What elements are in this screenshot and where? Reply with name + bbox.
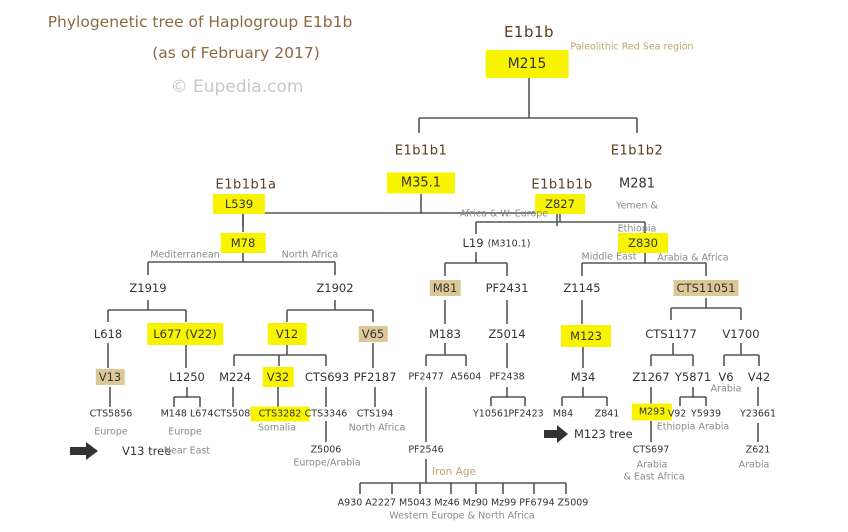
clade-label: E1b1b1a bbox=[215, 177, 277, 193]
region-label: Africa & W. Europe bbox=[459, 208, 549, 220]
node-V92: V92 bbox=[667, 408, 687, 420]
region-label: Arabia bbox=[710, 383, 742, 395]
node-Z841: Z841 bbox=[594, 408, 620, 420]
node-V13: V13 bbox=[95, 369, 125, 385]
node-CTS693: CTS693 bbox=[304, 370, 350, 384]
node-CTS5856: CTS5856 bbox=[89, 408, 133, 420]
node-Y10561: Y10561 bbox=[472, 408, 510, 420]
node-PF2423: PF2423 bbox=[508, 408, 544, 420]
node-Z5006: Z5006 bbox=[310, 444, 342, 456]
node-PF2546: PF2546 bbox=[408, 444, 444, 456]
clade-label: E1b1b1 bbox=[394, 143, 448, 159]
region-label: Yemen & bbox=[616, 200, 658, 212]
node-M34: M34 bbox=[570, 370, 596, 384]
clade-root: E1b1b bbox=[503, 23, 555, 41]
region-label: North Africa bbox=[281, 249, 339, 261]
era-label: Iron Age bbox=[432, 466, 476, 478]
node-M148-L674: M148 L674 bbox=[160, 408, 214, 420]
node-Y5939: Y5939 bbox=[691, 408, 721, 420]
node-Z1919: Z1919 bbox=[129, 281, 167, 295]
region-label: Ethiopia bbox=[617, 223, 657, 235]
node-Z1902: Z1902 bbox=[316, 281, 354, 295]
region-label: Middle East bbox=[581, 251, 637, 263]
clade-label: E1b1b2 bbox=[610, 143, 664, 159]
node-Z621: Z621 bbox=[745, 444, 771, 456]
node-PF2187: PF2187 bbox=[353, 370, 397, 384]
node-CTS3282: CTS3282 bbox=[250, 406, 310, 422]
region-label: Europe/Arabia bbox=[293, 457, 361, 469]
node-CTS508: CTS508 bbox=[213, 408, 251, 420]
node-Y23661: Y23661 bbox=[739, 408, 777, 420]
node-L539: L539 bbox=[212, 194, 266, 214]
node-M81: M81 bbox=[429, 280, 461, 296]
node-CTS697: CTS697 bbox=[632, 444, 670, 456]
node-Z5014: Z5014 bbox=[488, 327, 526, 341]
region-label: Europe bbox=[168, 426, 202, 438]
arrow-right-icon bbox=[544, 425, 568, 443]
region-label: Somalia bbox=[257, 422, 297, 434]
node-V65: V65 bbox=[358, 326, 388, 342]
node-M78: M78 bbox=[220, 233, 266, 253]
page-subtitle: (as of February 2017) bbox=[152, 44, 320, 62]
m123-tree-link[interactable]: M123 tree bbox=[574, 427, 633, 441]
node-leaves: A930 A2227 M5043 Mz46 Mz90 Mz99 PF6794 Z… bbox=[337, 497, 589, 509]
node-PF2438: PF2438 bbox=[489, 371, 525, 383]
node-L618: L618 bbox=[93, 327, 123, 341]
node-CTS11051: CTS11051 bbox=[673, 280, 739, 296]
node-M310.1: (M310.1) bbox=[487, 238, 531, 250]
node-A5604: A5604 bbox=[450, 371, 482, 383]
node-M35.1: M35.1 bbox=[386, 172, 456, 194]
node-M183: M183 bbox=[429, 327, 461, 341]
region-label: Western Europe & North Africa bbox=[389, 510, 535, 522]
region-label: Mediterranean bbox=[150, 249, 220, 261]
node-L677: L677 (V22) bbox=[147, 323, 223, 345]
region-label: Near East bbox=[163, 445, 211, 457]
node-M293: M293 bbox=[631, 403, 673, 421]
region-label: Europe bbox=[94, 426, 128, 438]
v13-tree-link[interactable]: V13 tree bbox=[122, 444, 172, 458]
node-V6: V6 bbox=[718, 370, 734, 384]
node-L19: L19 bbox=[462, 236, 484, 250]
page-title: Phylogenetic tree of Haplogroup E1b1b bbox=[47, 13, 353, 31]
region-label: Arabia bbox=[636, 459, 668, 471]
node-M224: M224 bbox=[219, 370, 251, 384]
region-label: Paleolithic Red Sea region bbox=[570, 41, 694, 53]
copyright: © Eupedia.com bbox=[170, 77, 304, 97]
node-L1250: L1250 bbox=[169, 370, 205, 384]
node-V12: V12 bbox=[267, 323, 307, 345]
region-label: Arabia & Africa bbox=[657, 252, 729, 264]
node-Z830: Z830 bbox=[618, 233, 668, 253]
node-PF2431: PF2431 bbox=[485, 281, 529, 295]
region-label: North Africa bbox=[348, 422, 406, 434]
node-PF2477: PF2477 bbox=[408, 371, 444, 383]
node-V1700: V1700 bbox=[722, 327, 760, 341]
arrow-right-icon bbox=[70, 442, 98, 460]
node-M281: M281 bbox=[618, 176, 656, 192]
region-label: & East Africa bbox=[623, 471, 685, 483]
node-CTS194: CTS194 bbox=[356, 408, 394, 420]
node-CTS3346: CTS3346 bbox=[304, 408, 348, 420]
node-V42: V42 bbox=[747, 370, 771, 384]
node-Z827: Z827 bbox=[535, 194, 585, 214]
node-M84: M84 bbox=[552, 408, 574, 420]
node-Y5871: Y5871 bbox=[674, 370, 712, 384]
node-M123: M123 bbox=[561, 325, 611, 347]
region-label: Ethiopia Arabia bbox=[656, 421, 730, 433]
node-Z1267: Z1267 bbox=[632, 370, 670, 384]
region-label: Arabia bbox=[738, 459, 770, 471]
node-Z1145: Z1145 bbox=[563, 281, 601, 295]
node-CTS1177: CTS1177 bbox=[645, 327, 697, 341]
node-V32: V32 bbox=[262, 367, 294, 387]
node-M215: M215 bbox=[485, 50, 569, 78]
clade-label: E1b1b1b bbox=[531, 177, 593, 193]
